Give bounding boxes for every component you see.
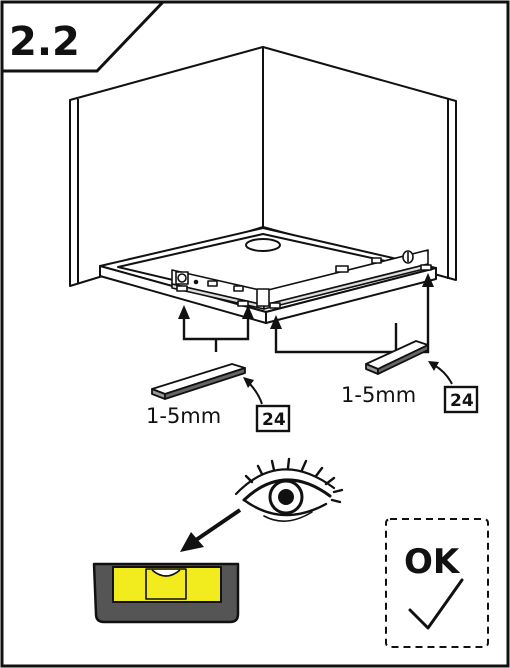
tray-front-right [265, 267, 437, 324]
arrow-up-icon [178, 305, 190, 319]
arrowheads-right [270, 273, 434, 329]
spirit-level-icon [92, 562, 240, 624]
callout-arrow-icon [428, 361, 439, 371]
foot-right [420, 264, 432, 271]
support-frame [171, 249, 432, 310]
lift-arrows-right [274, 286, 430, 354]
lift-arrows-left [182, 318, 250, 352]
sight-line [194, 508, 242, 542]
arrow-up-icon [422, 273, 434, 287]
arrow-up-icon [270, 315, 282, 329]
shower-tray [99, 227, 437, 324]
corner-walls [69, 46, 457, 287]
foot-corner [269, 302, 281, 309]
part-number-box-right: 24 [443, 385, 479, 414]
step-tab: 2.2 [0, 0, 167, 73]
shim-dimension-left: 1-5mm [146, 404, 221, 428]
callout-arrow-icon [243, 377, 254, 388]
shim-right [365, 340, 429, 375]
part-number-box-left: 24 [255, 404, 291, 433]
eye-icon [234, 457, 344, 522]
arrowheads-left [178, 305, 254, 319]
step-number: 2.2 [9, 19, 80, 65]
drain-hole [245, 238, 281, 252]
arrow-up-icon [242, 305, 254, 319]
checkmark-icon [408, 578, 464, 630]
shim-dimension-right: 1-5mm [341, 383, 416, 407]
foot-left [176, 285, 188, 292]
ok-check: OK [385, 518, 489, 648]
foot-mid-left [237, 300, 249, 307]
part-number-right: 24 [450, 391, 474, 411]
part-number-left: 24 [262, 410, 286, 430]
ok-label: OK [404, 542, 461, 582]
sight-arrow-icon [180, 532, 204, 552]
ok-box [385, 518, 489, 648]
shim-left [151, 363, 246, 400]
